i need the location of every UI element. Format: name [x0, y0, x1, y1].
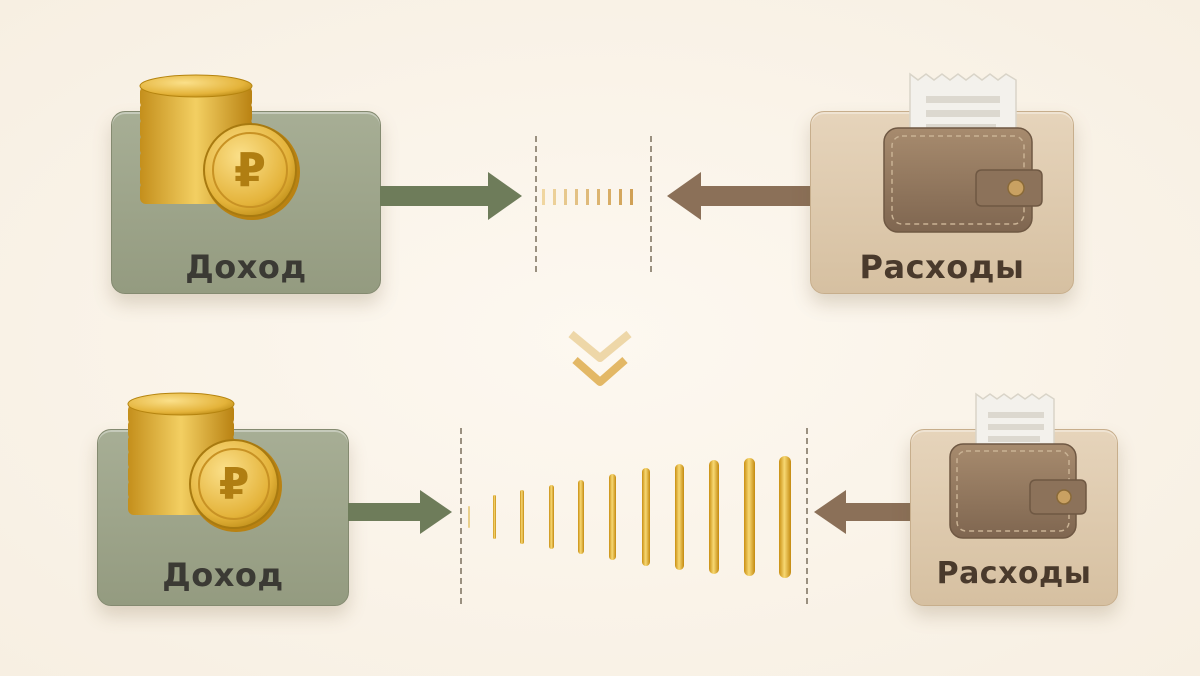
- svg-text:₽: ₽: [219, 459, 250, 510]
- large-gap-indicator: [468, 456, 791, 578]
- income-label-bottom: Доход: [162, 556, 284, 594]
- boundary-line-right-top: [650, 136, 652, 272]
- ruble-coin-stack-icon: ₽: [139, 74, 300, 220]
- wallet-with-receipt-icon-bottom: [949, 392, 1087, 539]
- svg-text:₽: ₽: [234, 143, 266, 197]
- ruble-coin-stack-icon-bottom: ₽: [127, 392, 282, 532]
- expense-label-top: Расходы: [859, 248, 1025, 286]
- wallet-with-receipt-icon: [883, 72, 1043, 233]
- double-chevron-down-icon: [568, 330, 632, 386]
- income-arrow-top: [380, 172, 522, 220]
- expense-arrow-bottom: [814, 490, 910, 534]
- income-arrow-bottom: [348, 490, 452, 534]
- boundary-line-left-top: [535, 136, 537, 272]
- boundary-line-left-bottom: [460, 428, 462, 604]
- expense-label-bottom: Расходы: [936, 556, 1092, 591]
- boundary-line-right-bottom: [806, 428, 808, 604]
- expense-arrow-top: [667, 172, 810, 220]
- income-label-top: Доход: [185, 248, 307, 286]
- small-gap-indicator: [542, 189, 633, 205]
